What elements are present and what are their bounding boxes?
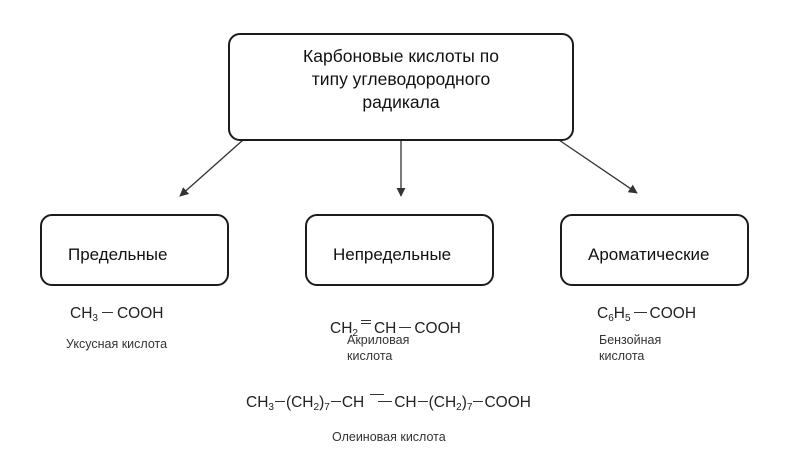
root-label: Карбоновые кислоты по типу углеводородно… xyxy=(303,46,499,112)
arrow-left xyxy=(179,139,244,197)
category-saturated: Предельные xyxy=(40,214,229,286)
category-unsaturated: Непредельные xyxy=(305,214,494,286)
arrow-right xyxy=(555,137,638,194)
category-label: Ароматические xyxy=(588,245,710,264)
root-node: Карбоновые кислоты по типу углеводородно… xyxy=(228,33,574,141)
category-label: Предельные xyxy=(68,245,168,264)
category-label: Непредельные xyxy=(333,245,452,264)
category-aromatic: Ароматические xyxy=(560,214,749,286)
name-oleic: Олеиновая кислота xyxy=(332,430,446,444)
name-acetic: Уксусная кислота xyxy=(66,337,168,351)
name-acrylic: Акриловая кислота xyxy=(347,333,410,363)
name-benzoic: Бензойная кислота xyxy=(599,333,662,363)
